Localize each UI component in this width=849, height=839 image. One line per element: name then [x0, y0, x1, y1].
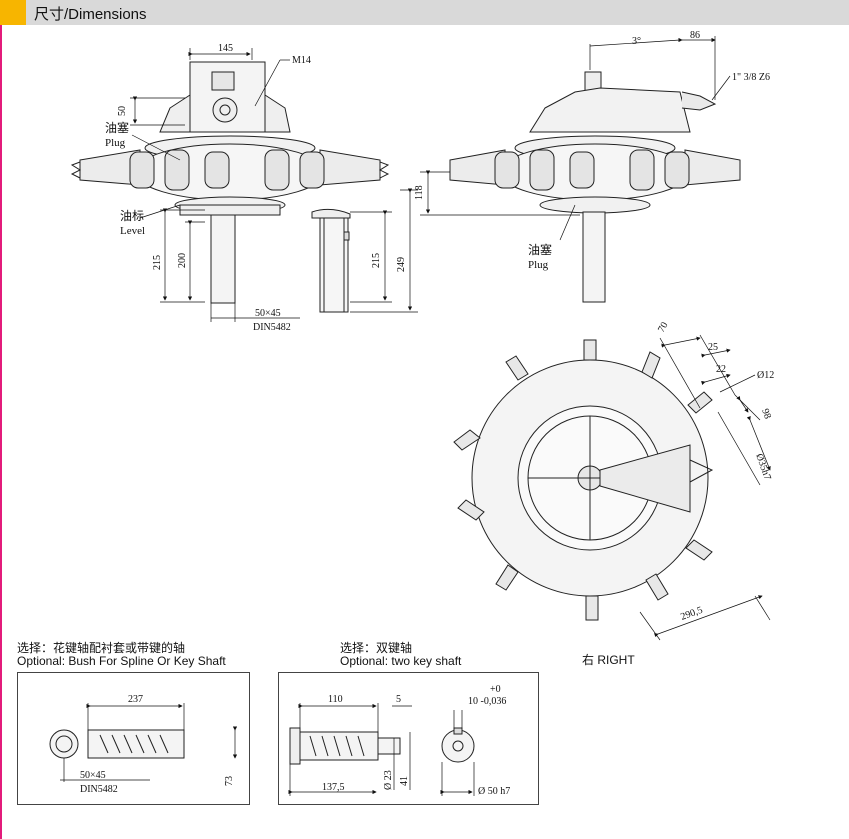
top-view-rotor — [453, 339, 714, 621]
opt2-dim-110: 110 — [328, 694, 343, 705]
plug-label-en: Plug — [105, 137, 126, 149]
spline-std: DIN5482 — [253, 322, 291, 333]
dim-98: 98 — [759, 407, 773, 420]
opt2-dim-137: 137,5 — [322, 782, 345, 793]
dim-m14: M14 — [292, 55, 311, 66]
section-header — [0, 0, 849, 25]
dim-dia35: Ø35h7 — [753, 452, 773, 481]
plug-label-cn: 油塞 — [105, 120, 129, 135]
dim-215-section: 215 — [371, 253, 382, 268]
opt1-dim-237: 237 — [128, 694, 143, 705]
option1-shaft — [49, 729, 185, 759]
top-view-caption: 右 RIGHT — [582, 652, 635, 667]
option1-title-cn: 选择：花键轴配衬套或带键的轴 — [17, 640, 185, 655]
level-label-en: Level — [120, 225, 145, 237]
opt2-dim-41: 41 — [399, 776, 410, 786]
opt1-dim-73: 73 — [224, 776, 235, 786]
option2-title-en: Optional: two key shaft — [340, 654, 462, 668]
opt2-dim-dia23: Ø 23 — [383, 770, 394, 790]
dim-290: 290,5 — [679, 605, 704, 623]
side-section — [311, 208, 351, 313]
dim-25: 25 — [708, 342, 718, 353]
dim-50: 50 — [117, 106, 128, 116]
opt1-spline-std: DIN5482 — [80, 784, 118, 795]
left-accent-stripe — [0, 0, 2, 839]
thread-spec: 1" 3/8 Z6 — [732, 72, 770, 83]
option1-title-en: Optional: Bush For Spline Or Key Shaft — [17, 654, 226, 668]
option1-box — [17, 672, 250, 805]
option2-box — [278, 672, 539, 805]
opt2-tolerance-upper: +0 — [490, 684, 501, 695]
dim-249: 249 — [396, 257, 407, 272]
spline-size: 50×45 — [255, 308, 281, 319]
option2-title-cn: 选择：双键轴 — [340, 640, 412, 655]
side-plug-label-cn: 油塞 — [528, 242, 552, 257]
dim-118: 118 — [414, 185, 425, 200]
opt1-spline-size: 50×45 — [80, 770, 106, 781]
dim-145: 145 — [218, 43, 233, 54]
dim-215: 215 — [152, 255, 163, 270]
dim-200: 200 — [177, 253, 188, 268]
dim-dia12: Ø12 — [757, 370, 774, 381]
level-label-cn: 油标 — [120, 209, 144, 223]
dim-22: 22 — [716, 364, 726, 375]
opt2-tolerance: 10 -0,036 — [468, 696, 506, 707]
dim-86: 86 — [690, 30, 700, 41]
opt2-dim-dia50: Ø 50 h7 — [478, 786, 510, 797]
side-view — [449, 71, 741, 303]
option2-shaft — [289, 727, 475, 765]
front-view — [70, 61, 390, 304]
dim-3deg: 3° — [632, 36, 641, 47]
dim-70: 70 — [656, 320, 671, 334]
side-plug-label-en: Plug — [528, 259, 549, 271]
section-title: 尺寸/Dimensions — [34, 6, 147, 23]
header-accent-block — [0, 0, 26, 25]
opt2-dim-5: 5 — [396, 694, 401, 705]
